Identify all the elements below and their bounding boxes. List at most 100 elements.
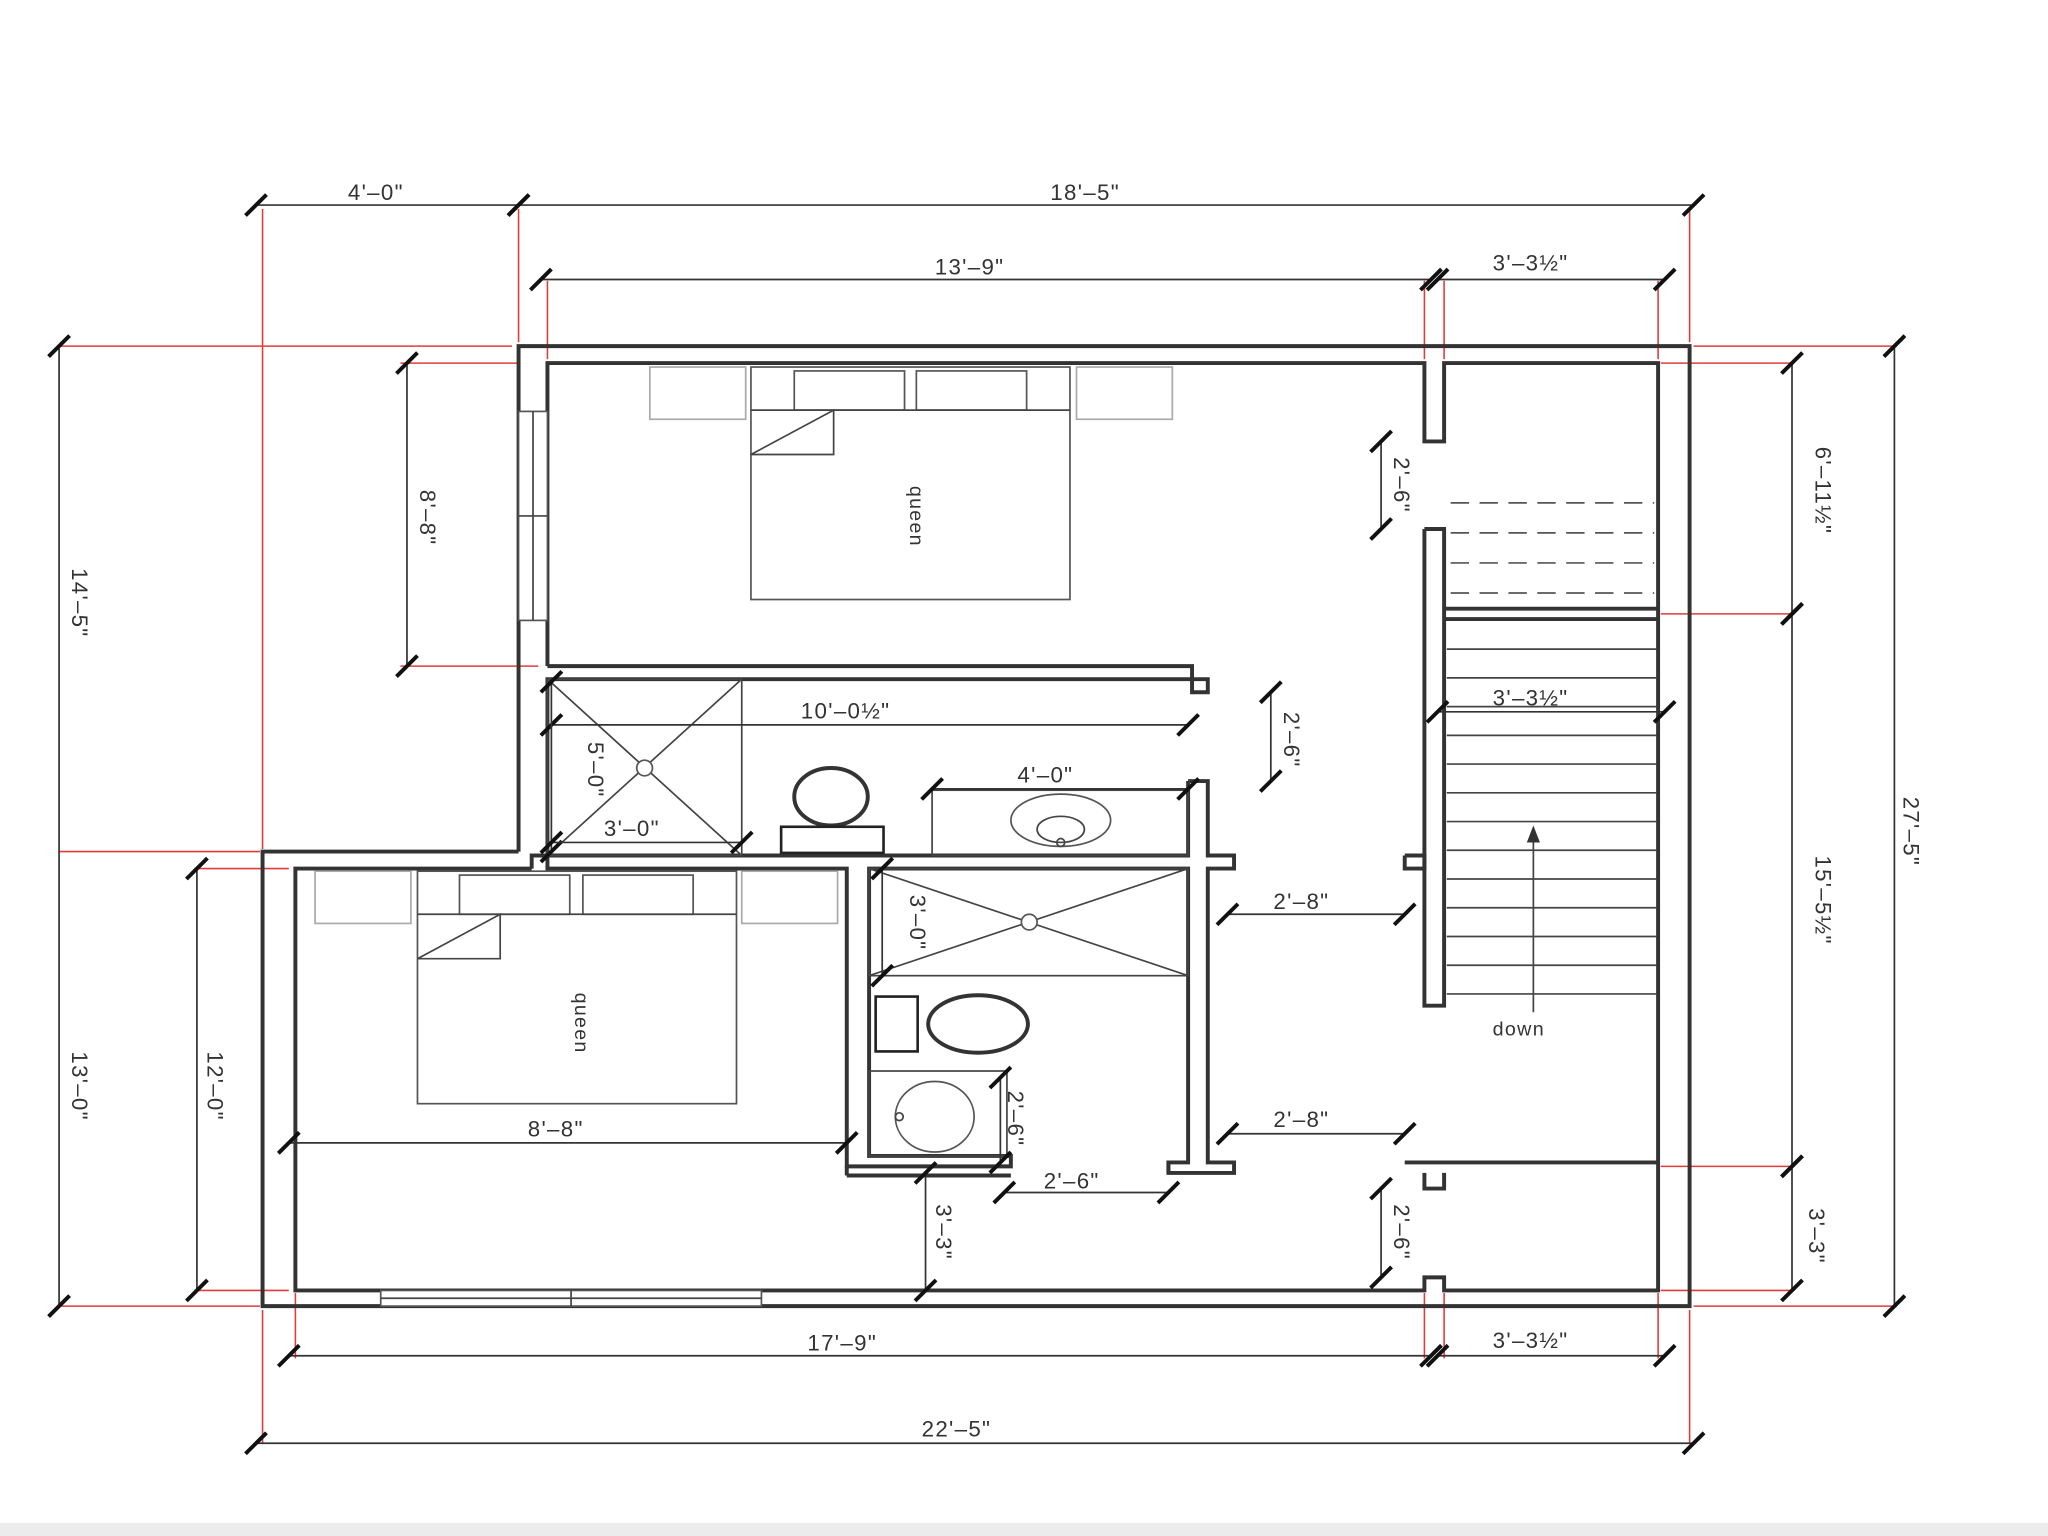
dimension-tick	[913, 1278, 938, 1303]
dimension-label-stair-width-top: 3'–3½"	[1493, 250, 1569, 275]
dimension-tick	[244, 193, 268, 217]
dimension-tick	[1369, 429, 1393, 454]
dimension-label-bedroom1-door: 2'–6"	[1389, 457, 1414, 513]
dimension-tick	[992, 1180, 1017, 1205]
bed-1-label: queen	[905, 486, 927, 547]
dimension-label-shower1-length: 5'–0"	[583, 742, 608, 798]
shower-2	[868, 867, 1189, 977]
stairs-label: down	[1493, 1019, 1545, 1041]
stair-treads	[1446, 648, 1657, 995]
vanity-2	[868, 1070, 1008, 1157]
dimension-tick	[1258, 680, 1283, 705]
dimension-label-bath1-door: 2'–6"	[1279, 712, 1304, 768]
dimension-tick	[1258, 769, 1283, 793]
dimension-tick	[1425, 700, 1450, 724]
walls	[260, 344, 1692, 1309]
dimension-tick	[1392, 902, 1417, 927]
dimension-tick	[47, 1294, 71, 1318]
dimension-label-stair-width-mid: 3'–3½"	[1493, 685, 1569, 710]
dimension-tick	[1882, 334, 1907, 358]
dimension-tick	[1681, 193, 1706, 217]
dimension-tick	[1652, 700, 1677, 724]
dimension-lines	[47, 193, 1907, 1456]
dimension-label-right-overall: 27'–5"	[1899, 797, 1924, 866]
dimension-label-bath2-door: 2'–6"	[1044, 1169, 1100, 1194]
dimension-tick	[539, 839, 564, 864]
dimension-tick	[1215, 1121, 1240, 1146]
dimension-label-bath1-length: 10'–0½"	[801, 698, 891, 723]
dimension-tick	[1780, 351, 1804, 375]
dimension-tick	[988, 1150, 1013, 1175]
dimension-tick	[1369, 1265, 1393, 1290]
dimension-label-hall-width-upper: 2'–8"	[1273, 889, 1329, 914]
toilet-2	[874, 993, 1030, 1055]
dimension-label-shower1-width: 3'–0"	[604, 816, 660, 841]
dimension-label-left-upper: 14'–5"	[67, 568, 92, 637]
dimension-tick	[1780, 602, 1804, 626]
bed-2-label: queen	[570, 993, 592, 1054]
dimension-tick	[539, 830, 564, 855]
dimension-tick	[870, 856, 895, 881]
shower-1	[546, 678, 743, 857]
dimension-label-bedroom2-width: 8'–8"	[528, 1116, 584, 1141]
dimension-tick	[1419, 1343, 1443, 1368]
dimension-tick	[1176, 713, 1200, 737]
dimension-label-bedroom2-closet: 3'–3"	[931, 1204, 956, 1260]
dimension-tick	[1425, 267, 1450, 292]
dimension-tick	[729, 830, 754, 855]
dimension-tick	[244, 1431, 268, 1456]
dimension-label-bedroom2-depth: 12'–0"	[202, 1051, 227, 1120]
dimension-tick	[870, 963, 895, 988]
dimension-label-right-middle: 15'–5½"	[1811, 856, 1836, 945]
toilet-1	[779, 766, 885, 855]
dimension-tick	[1425, 1343, 1450, 1368]
bed-2	[314, 870, 839, 1105]
vanity-1	[931, 789, 1189, 857]
dimension-tick	[920, 777, 944, 801]
dimension-tick	[1882, 1294, 1907, 1318]
dimension-labels: 4'–0" 18'–5" 13'–9" 3'–3½" 14'–5" 13'–0" 8'–8"…	[67, 180, 1923, 1442]
dimension-label-hall-width-lower: 2'–8"	[1273, 1107, 1329, 1132]
dimension-tick	[1780, 1154, 1804, 1179]
dimension-label-right-lower: 3'–3"	[1804, 1208, 1829, 1264]
dimension-tick	[1369, 517, 1393, 541]
dimension-tick	[1681, 1431, 1706, 1456]
dimension-label-right-upper: 6'–11½"	[1811, 447, 1836, 534]
dimension-label-vanity2-depth: 2'–6"	[1003, 1091, 1028, 1147]
stair-landing	[1450, 502, 1655, 594]
dimension-tick	[276, 1343, 301, 1368]
stair-direction-arrow	[1526, 825, 1540, 1013]
window-left	[517, 410, 549, 622]
dimension-tick	[1419, 267, 1443, 292]
dimension-tick	[1176, 777, 1200, 801]
dimension-tick	[1156, 1180, 1181, 1205]
dimension-tick	[1652, 1343, 1677, 1368]
extension-lines	[59, 208, 1898, 1444]
dimension-label-left-lower: 13'–0"	[67, 1051, 92, 1120]
dimension-label-bedroom1-depth: 8'–8"	[415, 490, 440, 546]
dimension-tick	[1215, 902, 1240, 927]
window-bottom	[379, 1289, 763, 1307]
dimension-label-top-overall: 18'–5"	[1050, 180, 1120, 205]
bottom-bar	[0, 1522, 2048, 1536]
dimension-tick	[185, 1278, 209, 1303]
dimension-tick	[276, 1131, 301, 1155]
dimension-tick	[395, 654, 419, 678]
dimension-tick	[913, 1161, 938, 1185]
bed-1	[648, 366, 1174, 601]
dimension-tick	[1652, 267, 1677, 292]
dimension-label-bottom-inner: 17'–9"	[807, 1331, 877, 1356]
dimension-tick	[539, 669, 564, 694]
dimension-label-vanity1-width: 4'–0"	[1017, 762, 1073, 787]
dimension-label-bedroom1-width: 13'–9"	[935, 254, 1005, 279]
dimension-tick	[47, 334, 71, 358]
dimension-label-closet-door: 2'–6"	[1389, 1204, 1414, 1260]
dimension-tick	[1369, 1176, 1393, 1201]
dimension-tick	[988, 1065, 1013, 1090]
dimension-label-shower2-depth: 3'–0"	[905, 895, 930, 951]
dimension-tick	[395, 351, 419, 375]
dimension-tick	[528, 267, 553, 292]
dimension-tick	[1780, 1278, 1804, 1303]
dimension-tick	[834, 1131, 859, 1155]
